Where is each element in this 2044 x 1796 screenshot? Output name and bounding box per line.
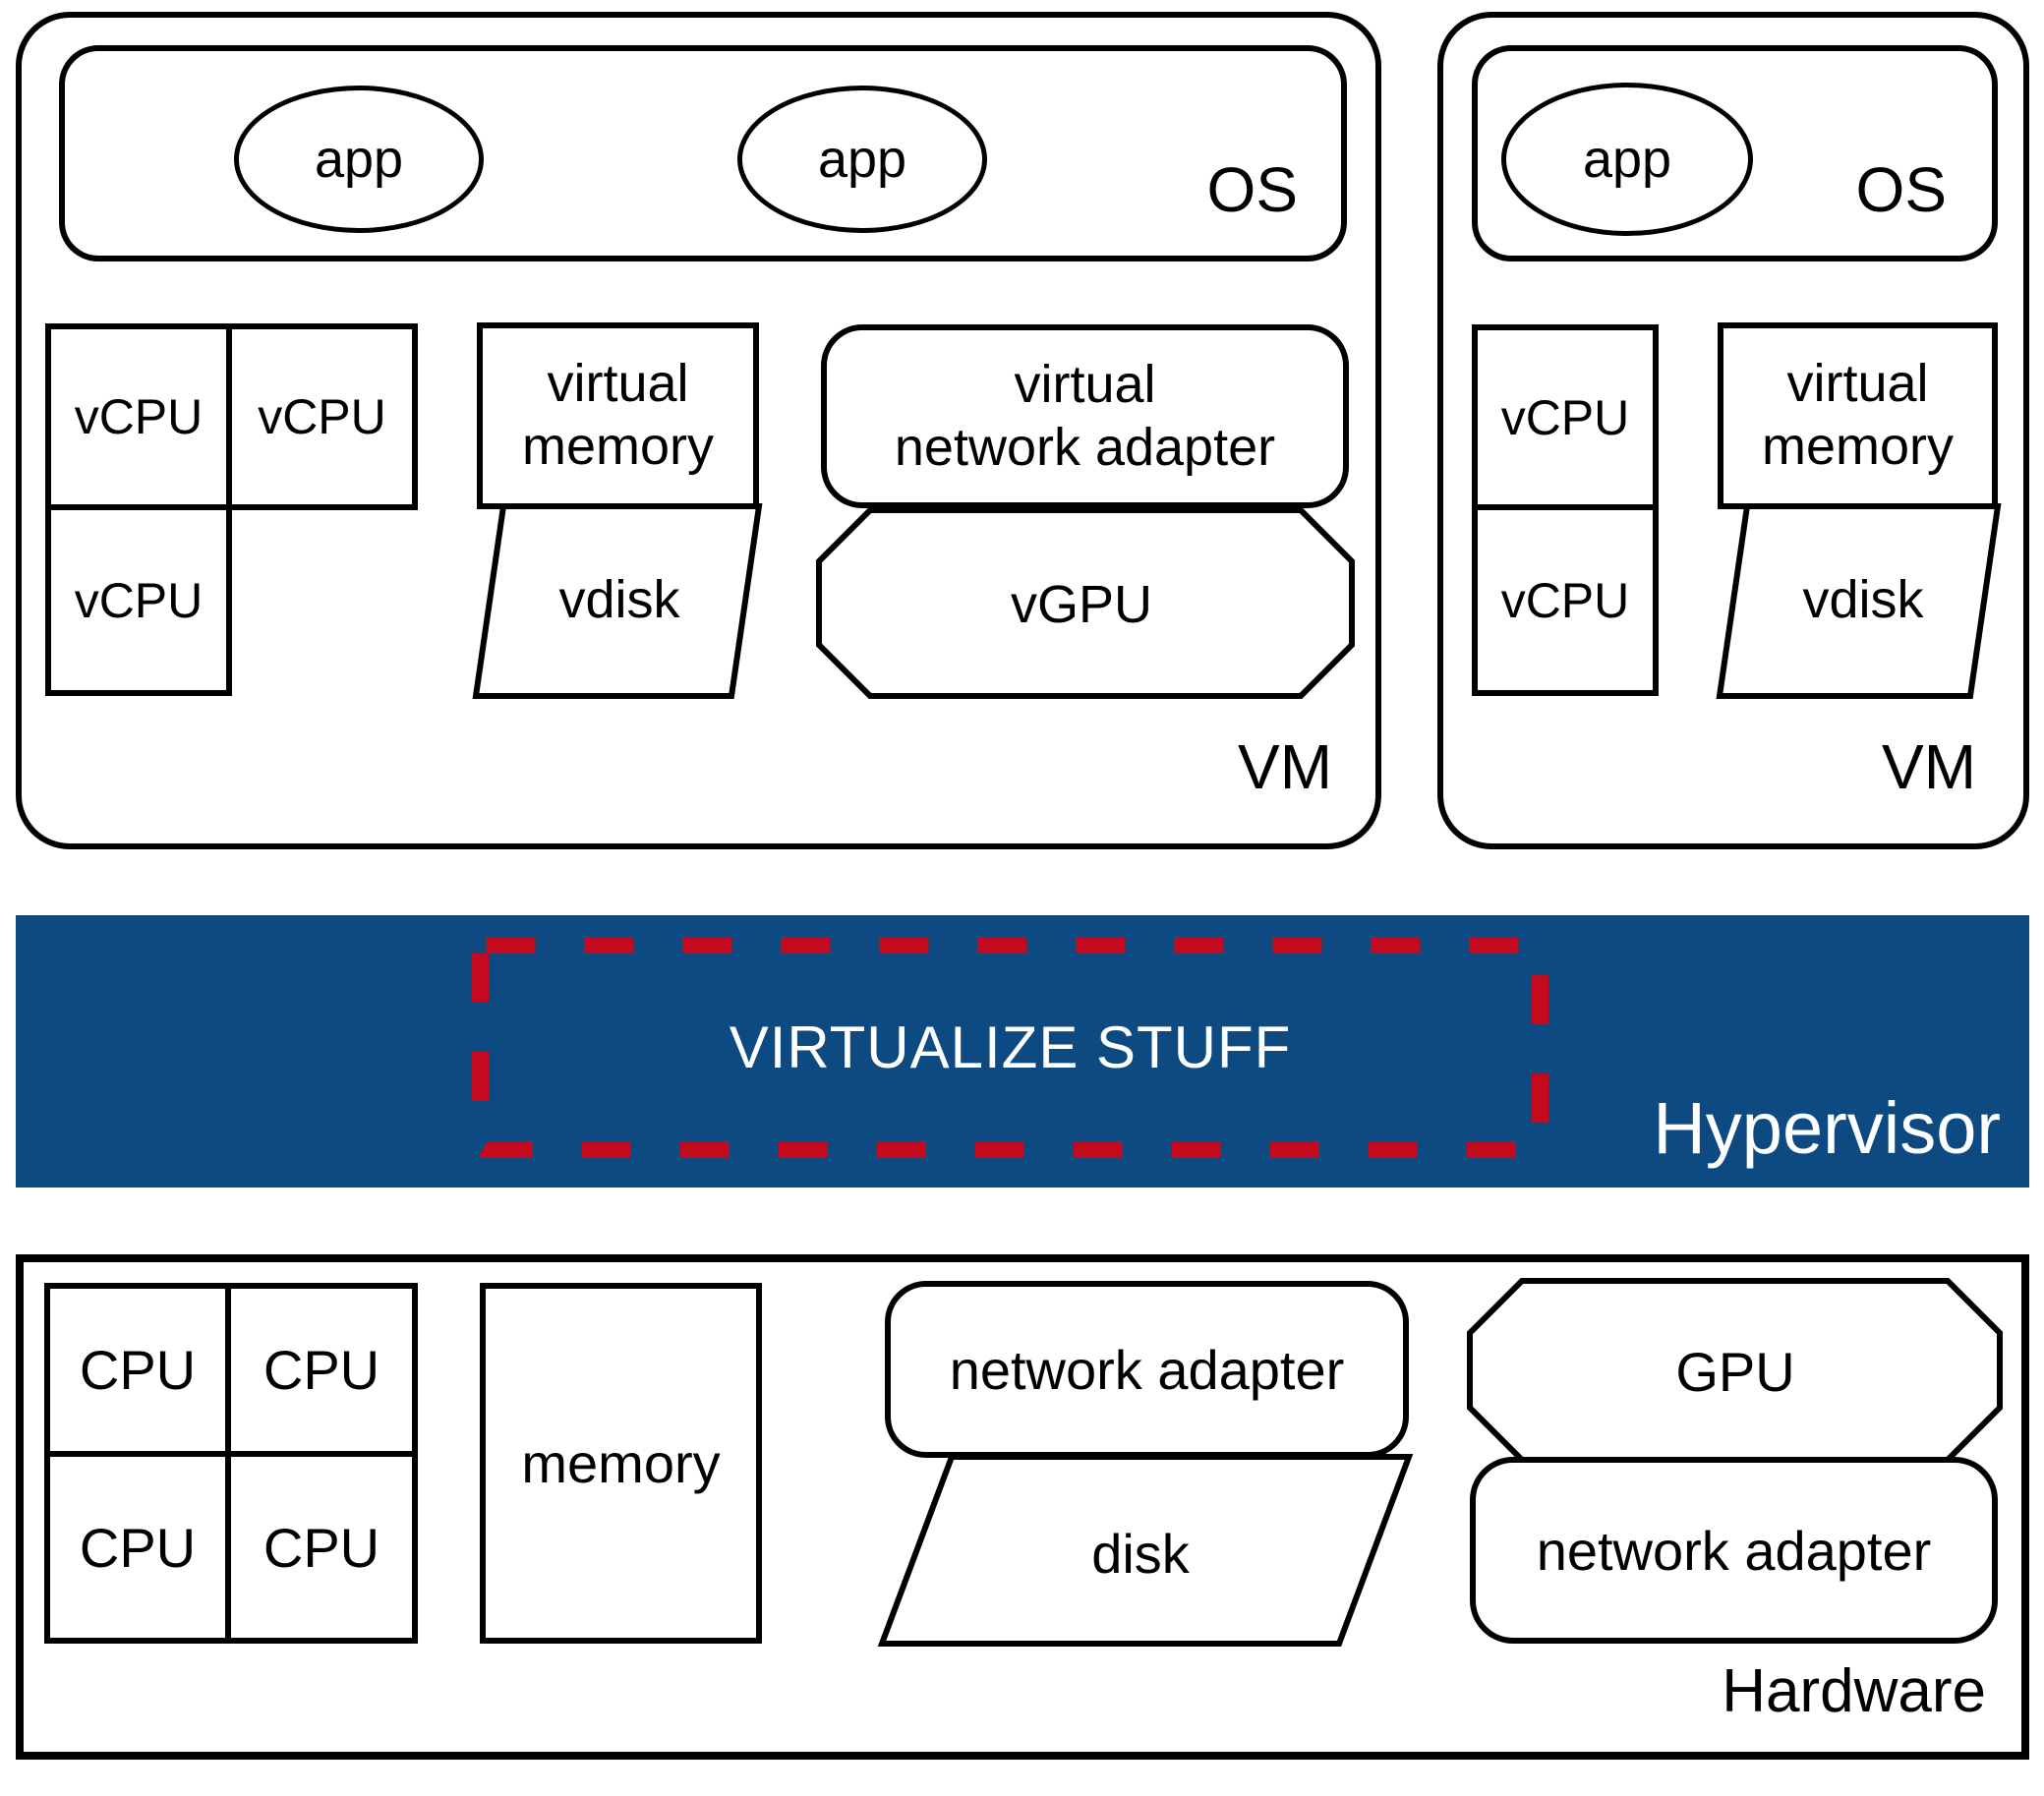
vm2-app1-ellipse: app <box>1501 83 1753 236</box>
vm1-label: VM <box>1238 731 1332 802</box>
disk-parallelogram <box>877 1454 1414 1647</box>
vm1-vgpu-label: vGPU <box>1010 575 1153 634</box>
vm1-virtual-memory-box: virtual memory <box>477 322 759 509</box>
vgpu-octagon <box>816 507 1355 699</box>
vm1-vcpu-3: vCPU <box>45 504 232 696</box>
vm2-vcpu-1-label: vCPU <box>1500 389 1630 445</box>
hardware-memory-box: memory <box>480 1283 762 1644</box>
hardware-gpu-label: GPU <box>1675 1340 1795 1403</box>
hardware-disk-shape <box>877 1454 1414 1647</box>
vm1-vgpu-shape <box>816 507 1355 699</box>
vm1-app1-label: app <box>314 130 404 189</box>
vm2-label: VM <box>1882 731 1976 802</box>
hardware-network-adapter-2-box: network adapter <box>1470 1457 1998 1644</box>
vm1-app1-ellipse: app <box>234 86 484 233</box>
vm1-vnet-line1: virtual <box>1014 354 1156 414</box>
vm2-os-label: OS <box>1855 153 1947 225</box>
hardware-network-adapter-2-label: network adapter <box>1536 1519 1932 1582</box>
vm2-app1-label: app <box>1582 130 1672 189</box>
vm1-virtual-network-adapter-box: virtual network adapter <box>821 324 1349 508</box>
vm2-vdisk-label: vdisk <box>1802 570 1924 629</box>
vm1-virtual-memory-line1: virtual <box>547 354 689 414</box>
hardware-cpu-3-label: CPU <box>79 1516 197 1579</box>
hardware-network-adapter-1-label: network adapter <box>949 1338 1345 1401</box>
vdisk-parallelogram <box>472 503 763 699</box>
virtualize-stuff-label: VIRTUALIZE STUFF <box>729 1014 1292 1080</box>
vm1-vdisk-shape <box>472 503 763 699</box>
vm1-vcpu-1: vCPU <box>45 323 232 510</box>
hardware-cpu-3: CPU <box>44 1451 231 1644</box>
vm2-virtual-memory-box: virtual memory <box>1718 322 1998 509</box>
vm2-virtual-memory-line1: virtual <box>1786 354 1929 414</box>
vm1-vcpu-1-label: vCPU <box>74 389 204 444</box>
hardware-cpu-4: CPU <box>225 1451 418 1644</box>
hardware-disk-label: disk <box>1091 1522 1190 1585</box>
vm1-virtual-memory-line2: memory <box>521 417 714 476</box>
vm2-vcpu-2-label: vCPU <box>1500 572 1630 628</box>
vm1-vdisk-label: vdisk <box>558 570 680 629</box>
hardware-network-adapter-1-box: network adapter <box>885 1281 1409 1458</box>
vm1-vcpu-2-label: vCPU <box>258 389 386 444</box>
hardware-cpu-2: CPU <box>225 1283 418 1457</box>
hardware-cpu-1-label: CPU <box>79 1339 197 1401</box>
vm1-vnet-line2: network adapter <box>894 417 1276 477</box>
hardware-cpu-1: CPU <box>44 1283 231 1457</box>
hardware-cpu-2-label: CPU <box>263 1339 380 1401</box>
vm1-app2-label: app <box>817 130 907 189</box>
vdisk-parallelogram <box>1716 503 2002 699</box>
hardware-label: Hardware <box>1722 1657 1986 1725</box>
virtualize-stuff-dashed-box <box>472 937 1548 1158</box>
vm1-vcpu-2: vCPU <box>226 323 418 510</box>
vm2-vcpu-1: vCPU <box>1472 324 1659 510</box>
dashed-rect <box>472 937 1548 1158</box>
vm2-virtual-memory-line2: memory <box>1761 417 1954 476</box>
vm1-app2-ellipse: app <box>737 86 987 233</box>
hardware-memory-label: memory <box>521 1432 721 1494</box>
vm1-os-label: OS <box>1206 153 1298 225</box>
vm1-vcpu-3-label: vCPU <box>74 572 204 628</box>
hypervisor-label: Hypervisor <box>1653 1087 2001 1169</box>
vm2-vcpu-2: vCPU <box>1472 504 1659 696</box>
vm2-vdisk-shape <box>1716 503 2002 699</box>
hardware-cpu-4-label: CPU <box>263 1516 380 1579</box>
